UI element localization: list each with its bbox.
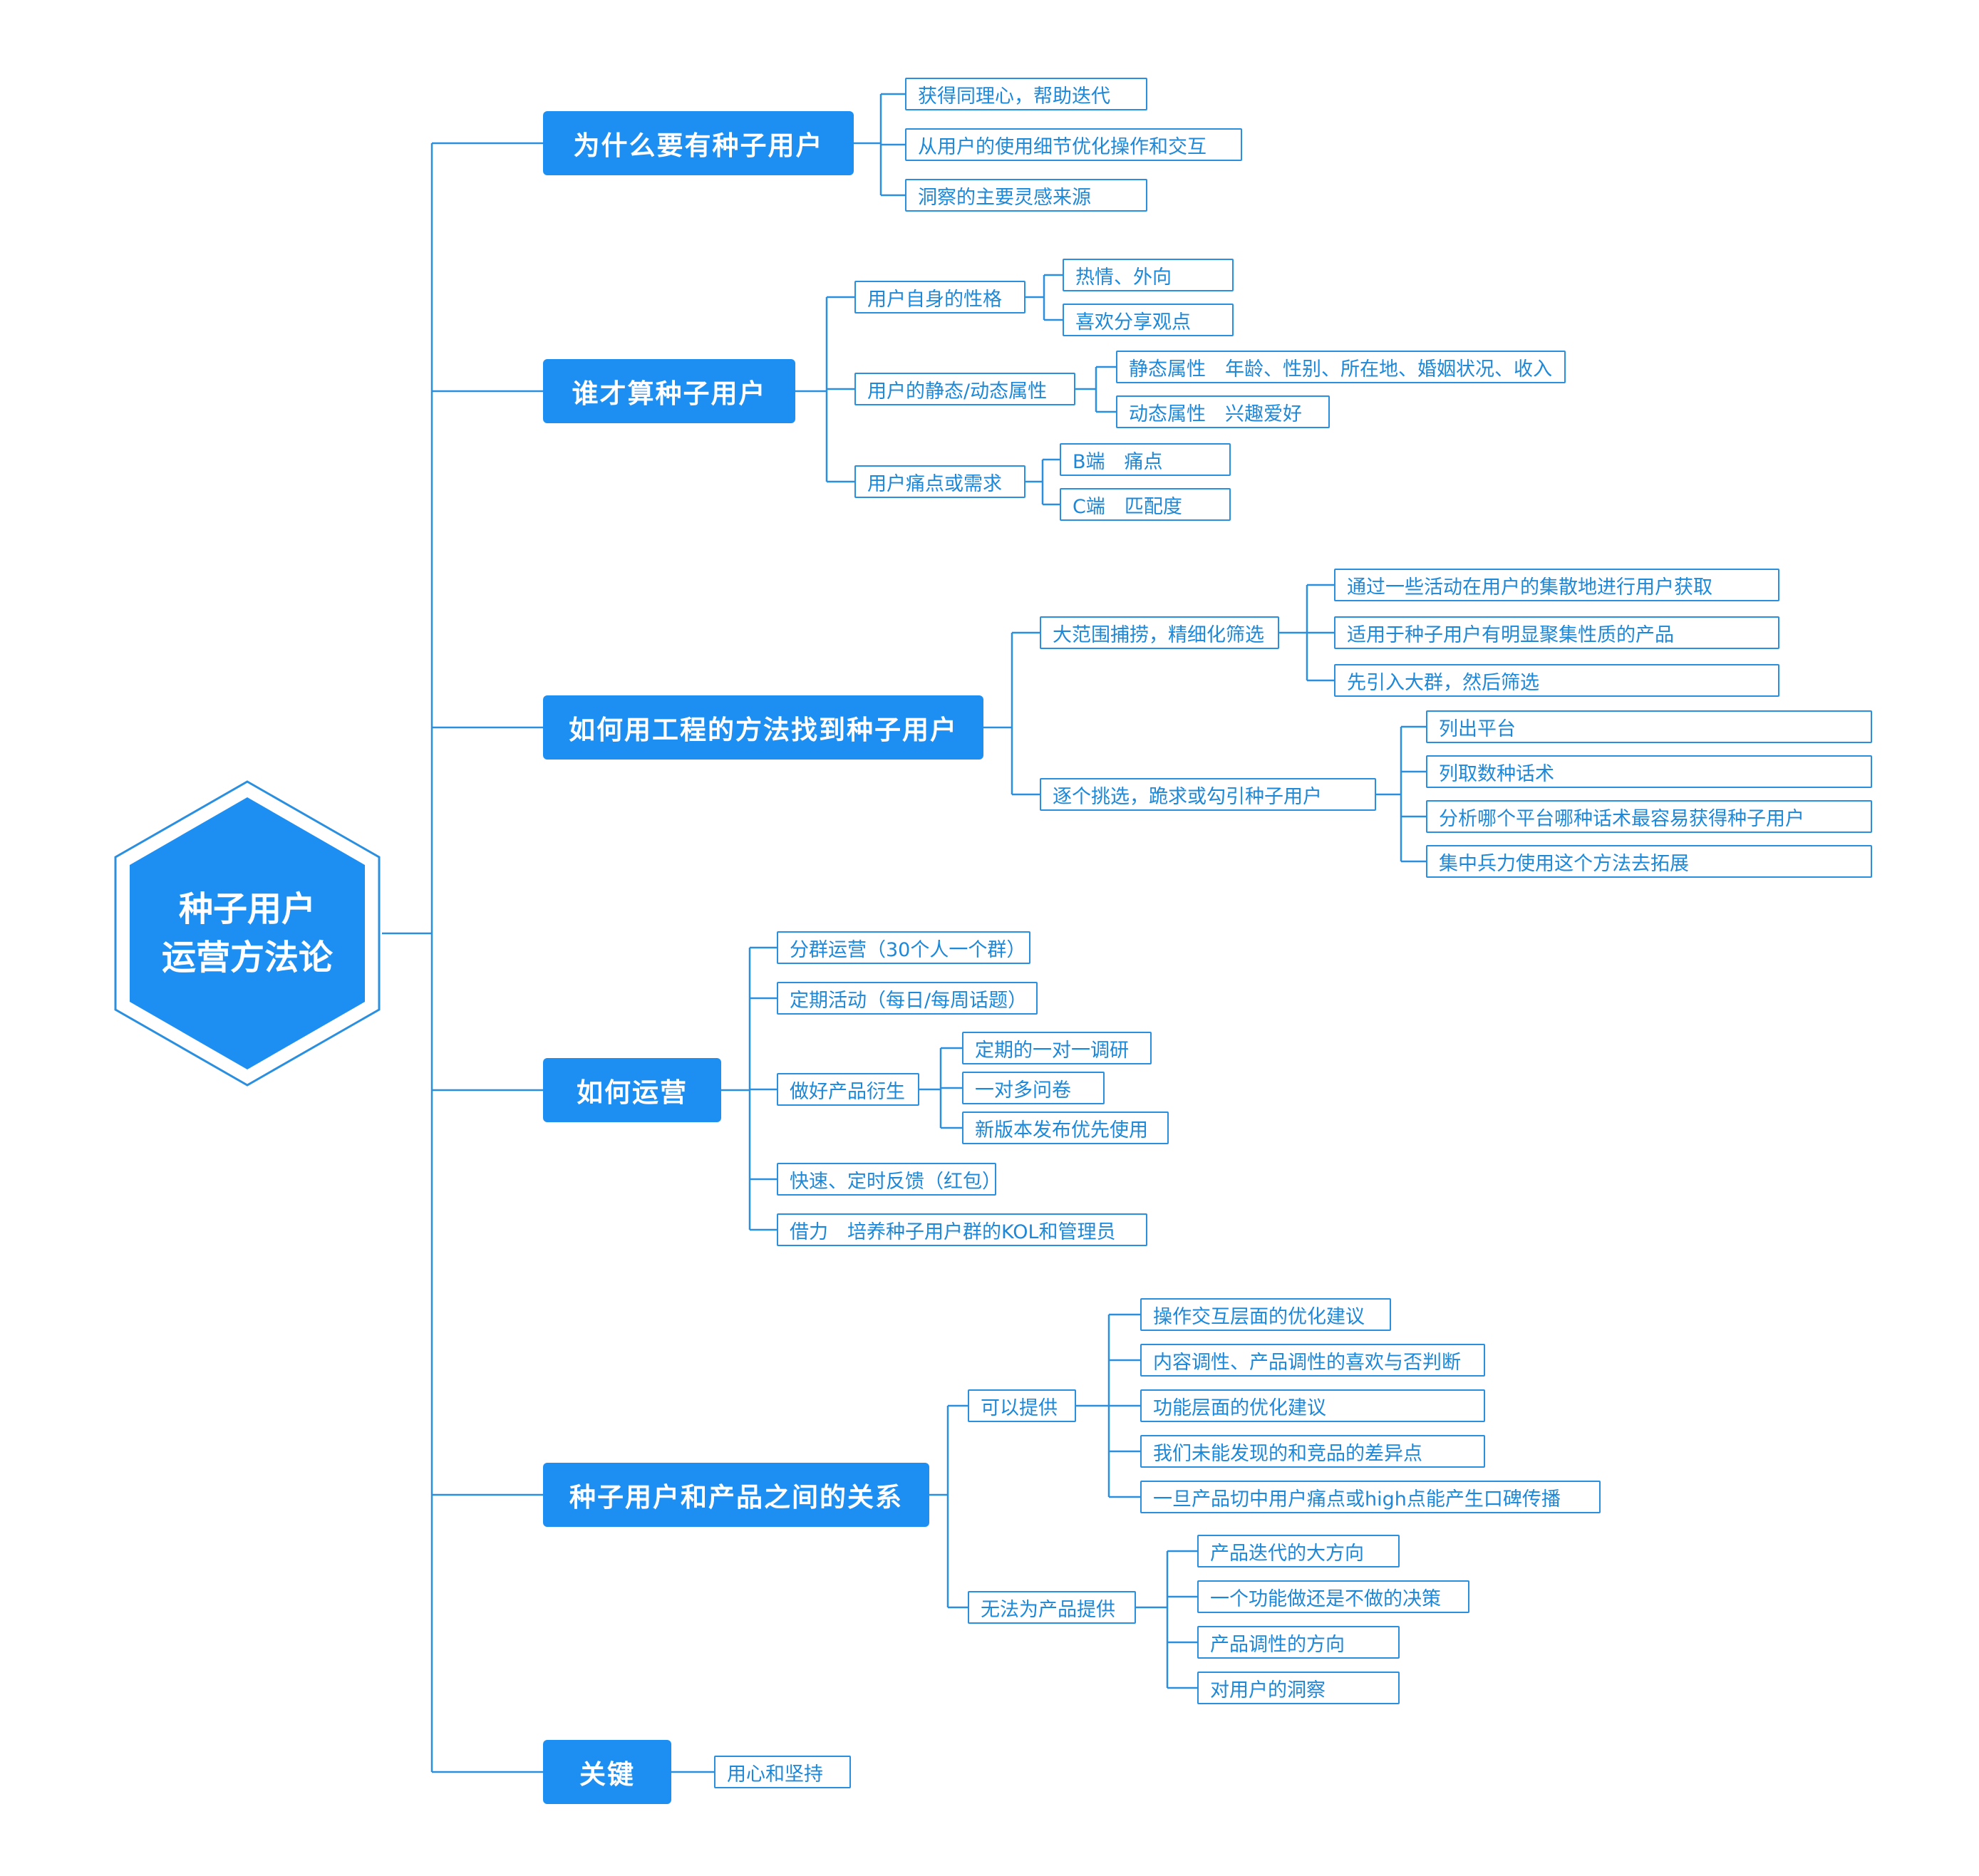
node-activities[interactable]: 通过一些活动在用户的集散地进行用户获取 xyxy=(1334,569,1779,601)
node-can-provide[interactable]: 可以提供 xyxy=(968,1389,1076,1422)
node-regular-events[interactable]: 定期活动（每日/每周话题） xyxy=(777,982,1038,1015)
node-b-end[interactable]: B端 痛点 xyxy=(1060,443,1231,476)
node-dedication[interactable]: 用心和坚持 xyxy=(714,1756,851,1788)
root-hexagon xyxy=(113,779,382,1088)
node-broad-catch[interactable]: 大范围捕捞，精细化筛选 xyxy=(1040,616,1279,649)
node-feedback[interactable]: 快速、定时反馈（红包） xyxy=(777,1163,1001,1196)
topic-engineering-method[interactable]: 如何用工程的方法找到种子用户 xyxy=(543,695,983,760)
node-one-on-one[interactable]: 定期的一对一调研 xyxy=(962,1032,1152,1064)
node-derivatives[interactable]: 做好产品衍生 xyxy=(777,1073,919,1106)
node-insight-source[interactable]: 洞察的主要灵感来源 xyxy=(905,179,1147,212)
node-interaction-suggest[interactable]: 操作交互层面的优化建议 xyxy=(1140,1298,1391,1331)
node-competitor-diff[interactable]: 我们未能发现的和竞品的差异点 xyxy=(1140,1435,1485,1468)
node-big-direction[interactable]: 产品迭代的大方向 xyxy=(1197,1535,1400,1567)
topic-how-to-operate[interactable]: 如何运营 xyxy=(543,1058,721,1122)
node-pain-points[interactable]: 用户痛点或需求 xyxy=(854,465,1025,498)
node-list-platforms[interactable]: 列出平台 xyxy=(1426,710,1872,743)
topic-key[interactable]: 关键 xyxy=(543,1740,671,1804)
node-feature-decision[interactable]: 一个功能做还是不做的决策 xyxy=(1197,1580,1469,1613)
node-feature-suggest[interactable]: 功能层面的优化建议 xyxy=(1140,1389,1485,1422)
node-scripts[interactable]: 列取数种话术 xyxy=(1426,755,1872,788)
node-analyze[interactable]: 分析哪个平台哪种话术最容易获得种子用户 xyxy=(1426,800,1872,833)
node-large-group[interactable]: 先引入大群，然后筛选 xyxy=(1334,664,1779,697)
node-personality[interactable]: 用户自身的性格 xyxy=(854,281,1025,313)
topic-why-seed-users[interactable]: 为什么要有种子用户 xyxy=(543,111,854,175)
node-word-of-mouth[interactable]: 一旦产品切中用户痛点或high点能产生口碑传播 xyxy=(1140,1481,1601,1513)
node-tone-judgement[interactable]: 内容调性、产品调性的喜欢与否判断 xyxy=(1140,1344,1485,1377)
topic-relationship[interactable]: 种子用户和产品之间的关系 xyxy=(543,1463,929,1527)
node-dynamic-attrs[interactable]: 动态属性 兴趣爱好 xyxy=(1116,395,1330,428)
node-static-dynamic[interactable]: 用户的静态/动态属性 xyxy=(854,373,1075,405)
node-tone-direction[interactable]: 产品调性的方向 xyxy=(1197,1626,1400,1659)
node-empathy[interactable]: 获得同理心，帮助迭代 xyxy=(905,78,1147,110)
topic-who-counts[interactable]: 谁才算种子用户 xyxy=(543,359,795,423)
node-one-by-one[interactable]: 逐个挑选，跪求或勾引种子用户 xyxy=(1040,778,1376,811)
node-survey[interactable]: 一对多问卷 xyxy=(962,1072,1105,1104)
node-leverage[interactable]: 借力 培养种子用户群的KOL和管理员 xyxy=(777,1213,1147,1246)
node-group-ops[interactable]: 分群运营（30个人一个群） xyxy=(777,931,1030,964)
node-clustered-products[interactable]: 适用于种子用户有明显聚集性质的产品 xyxy=(1334,616,1779,649)
node-usage-details[interactable]: 从用户的使用细节优化操作和交互 xyxy=(905,128,1242,161)
node-share-views[interactable]: 喜欢分享观点 xyxy=(1063,304,1234,336)
node-c-end[interactable]: C端 匹配度 xyxy=(1060,488,1231,521)
node-early-access[interactable]: 新版本发布优先使用 xyxy=(962,1111,1169,1144)
node-focus[interactable]: 集中兵力使用这个方法去拓展 xyxy=(1426,845,1872,878)
root-title[interactable]: 种子用户 运营方法论 xyxy=(161,889,333,978)
node-enthusiastic[interactable]: 热情、外向 xyxy=(1063,259,1234,291)
node-static-attrs[interactable]: 静态属性 年龄、性别、所在地、婚姻状况、收入 xyxy=(1116,351,1566,383)
node-user-insight[interactable]: 对用户的洞察 xyxy=(1197,1672,1400,1704)
node-cannot-provide[interactable]: 无法为产品提供 xyxy=(968,1591,1136,1624)
